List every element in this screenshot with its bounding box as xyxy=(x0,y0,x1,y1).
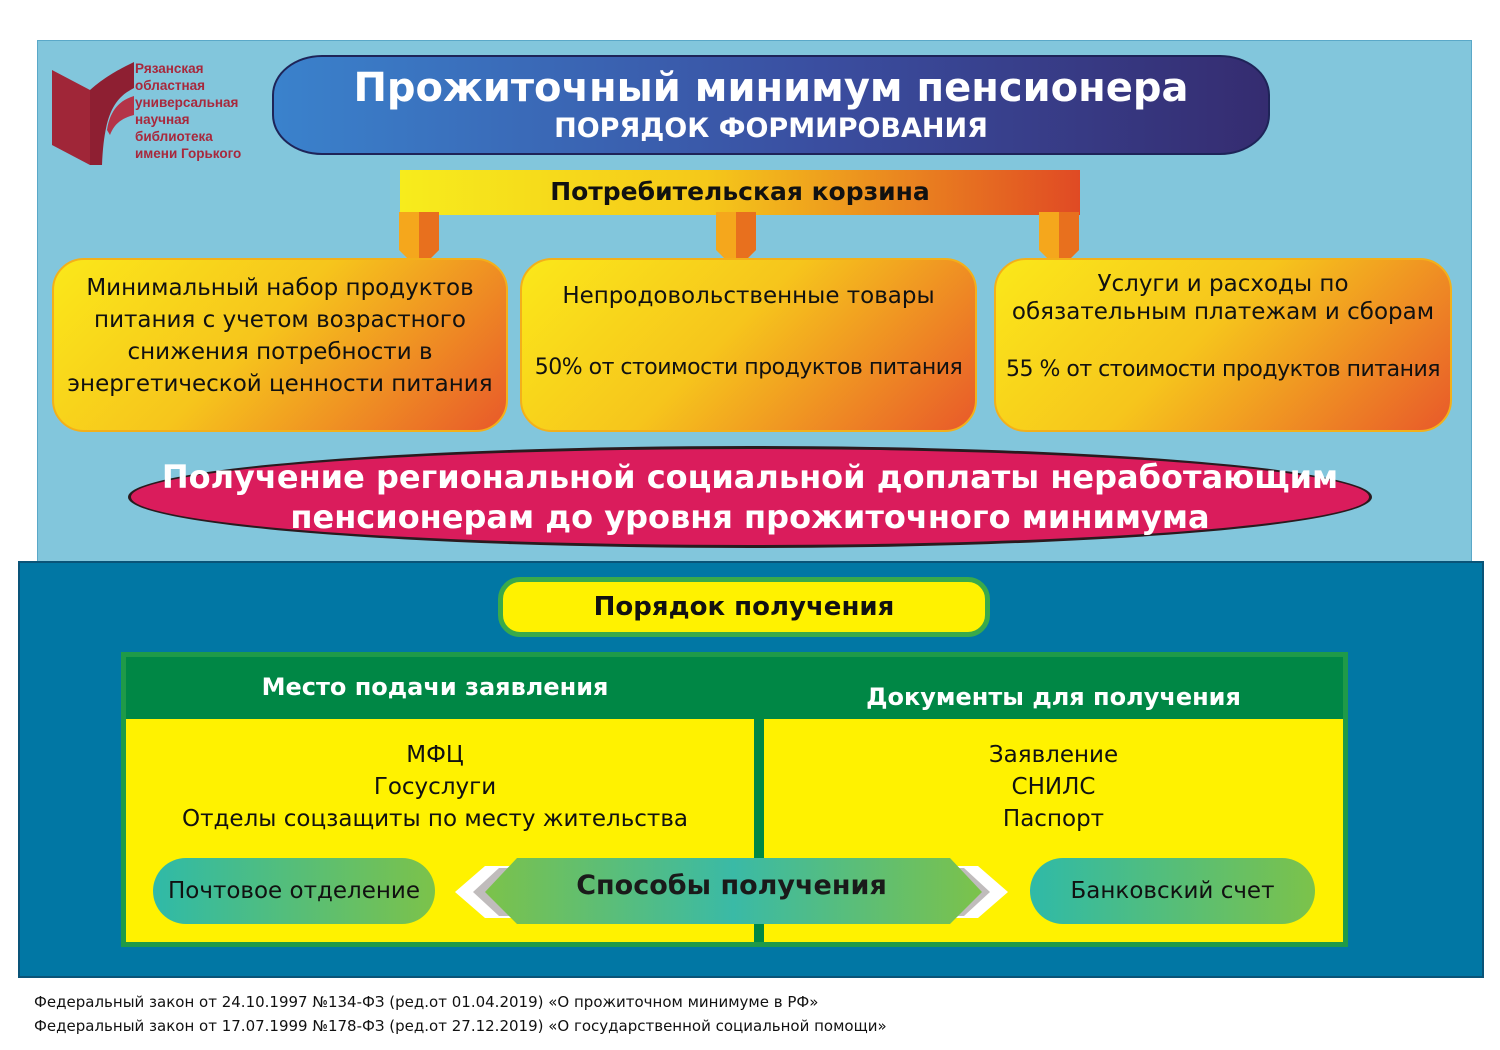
arrow-down-icon xyxy=(399,212,439,270)
item-title: Непродовольственные товары xyxy=(562,283,935,309)
column-header-docs: Документы для получения xyxy=(866,683,1241,711)
column-divider xyxy=(754,719,764,942)
text-line: питания с учетом возрастного xyxy=(94,307,466,333)
basket-item-nonfood: Непродовольственные товары 50% от стоимо… xyxy=(520,258,977,432)
item-note: 50% от стоимости продуктов питания xyxy=(534,355,963,380)
law-reference: Федеральный закон от 17.07.1999 №178-ФЗ … xyxy=(34,1017,887,1035)
item-note: 55 % от стоимости продуктов питания xyxy=(1005,357,1441,382)
place-list: МФЦ Госуслуги Отделы соцзащиты по месту … xyxy=(126,739,744,835)
logo-line: имени Горького xyxy=(135,146,242,161)
docs-list: Заявление СНИЛС Паспорт xyxy=(764,739,1343,835)
supplement-banner: Получение региональной социальной доплат… xyxy=(128,446,1372,548)
page-title: Прожиточный минимум пенсионера xyxy=(353,65,1189,111)
list-item: Госуслуги xyxy=(373,774,497,800)
list-item: Заявление xyxy=(988,742,1119,768)
basket-item-food: Минимальный набор продуктов питания с уч… xyxy=(52,258,508,432)
column-header-place: Место подачи заявления xyxy=(261,673,609,701)
text-line: Получение региональной социальной доплат… xyxy=(161,458,1339,496)
item-title: Услуги и расходы по xyxy=(1097,271,1349,297)
list-item: Паспорт xyxy=(1002,806,1105,832)
logo-text: Рязанская областная универсальная научна… xyxy=(135,60,241,162)
library-logo-icon xyxy=(52,62,134,165)
item-title: обязательным платежам и сборам xyxy=(1011,299,1435,325)
title-banner: Прожиточный минимум пенсионера ПОРЯДОК Ф… xyxy=(272,55,1270,155)
footer-laws: Федеральный закон от 24.10.1997 №134-ФЗ … xyxy=(34,990,887,1038)
list-item: Отделы соцзащиты по месту жительства xyxy=(182,806,688,832)
logo-line: библиотека xyxy=(135,129,213,144)
page-subtitle: ПОРЯДОК ФОРМИРОВАНИЯ xyxy=(554,113,988,144)
law-reference: Федеральный закон от 24.10.1997 №134-ФЗ … xyxy=(34,993,819,1011)
text-line: пенсионерам до уровня прожиточного миним… xyxy=(290,498,1210,536)
logo-line: Рязанская xyxy=(135,61,204,76)
basket-item-services: Услуги и расходы по обязательным платежа… xyxy=(994,258,1452,432)
list-item: СНИЛС xyxy=(1011,774,1096,800)
arrow-down-icon xyxy=(1039,212,1079,270)
consumer-basket-header: Потребительская корзина xyxy=(400,170,1080,215)
methods-label: Способы получения xyxy=(576,870,887,901)
logo-line: областная xyxy=(135,78,205,93)
method-post-office: Почтовое отделение xyxy=(153,858,435,924)
methods-hexagon-icon xyxy=(455,858,1008,924)
table-header: Место подачи заявления Документы для пол… xyxy=(126,657,1343,719)
procedure-header: Порядок получения xyxy=(498,577,990,637)
text-line: Минимальный набор продуктов xyxy=(86,275,474,301)
method-bank-account: Банковский счет xyxy=(1030,858,1315,924)
logo-line: универсальная xyxy=(135,95,239,110)
logo-line: научная xyxy=(135,112,190,127)
arrow-down-icon xyxy=(716,212,756,270)
list-item: МФЦ xyxy=(406,742,464,768)
text-line: энергетической ценности питания xyxy=(67,371,493,397)
text-line: снижения потребности в xyxy=(127,339,433,365)
